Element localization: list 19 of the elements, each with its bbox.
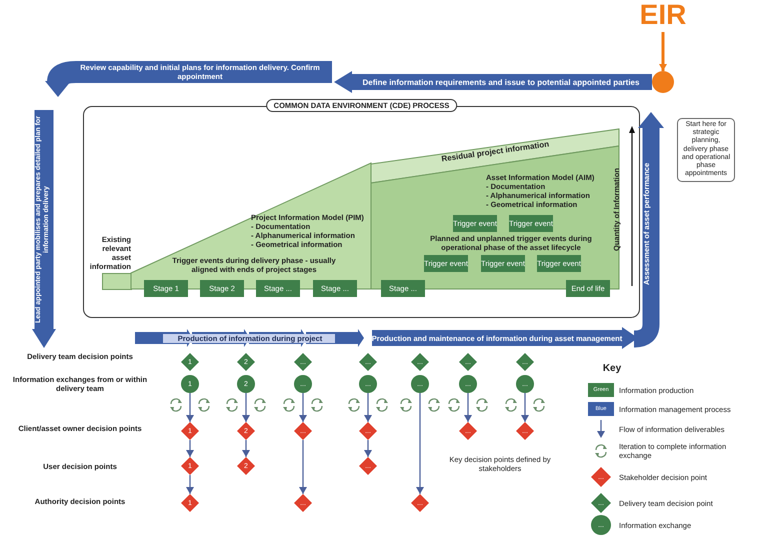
start-circle [652, 71, 674, 93]
flow-arrow [521, 393, 529, 422]
flow-arrow [186, 475, 194, 494]
eir-heading: EIR [632, 0, 694, 32]
flow-arrow [242, 393, 250, 422]
flow-arrow [242, 440, 250, 457]
information-model-region [131, 163, 371, 298]
flow-arrow [416, 393, 424, 494]
band-label: Residual project information [440, 140, 550, 164]
flow-arrow [364, 393, 372, 422]
flow-arrow [364, 440, 372, 457]
legend-title: Key [602, 364, 622, 373]
flow-arrow [186, 440, 194, 457]
flow-arrow [659, 32, 667, 71]
flow-arrow [299, 440, 307, 494]
process-band: Define information requirements and issue to potential appointed parties [334, 71, 652, 93]
flow-arrow [299, 393, 307, 422]
flow-arrow [186, 393, 194, 422]
flow-arrow [464, 393, 472, 422]
